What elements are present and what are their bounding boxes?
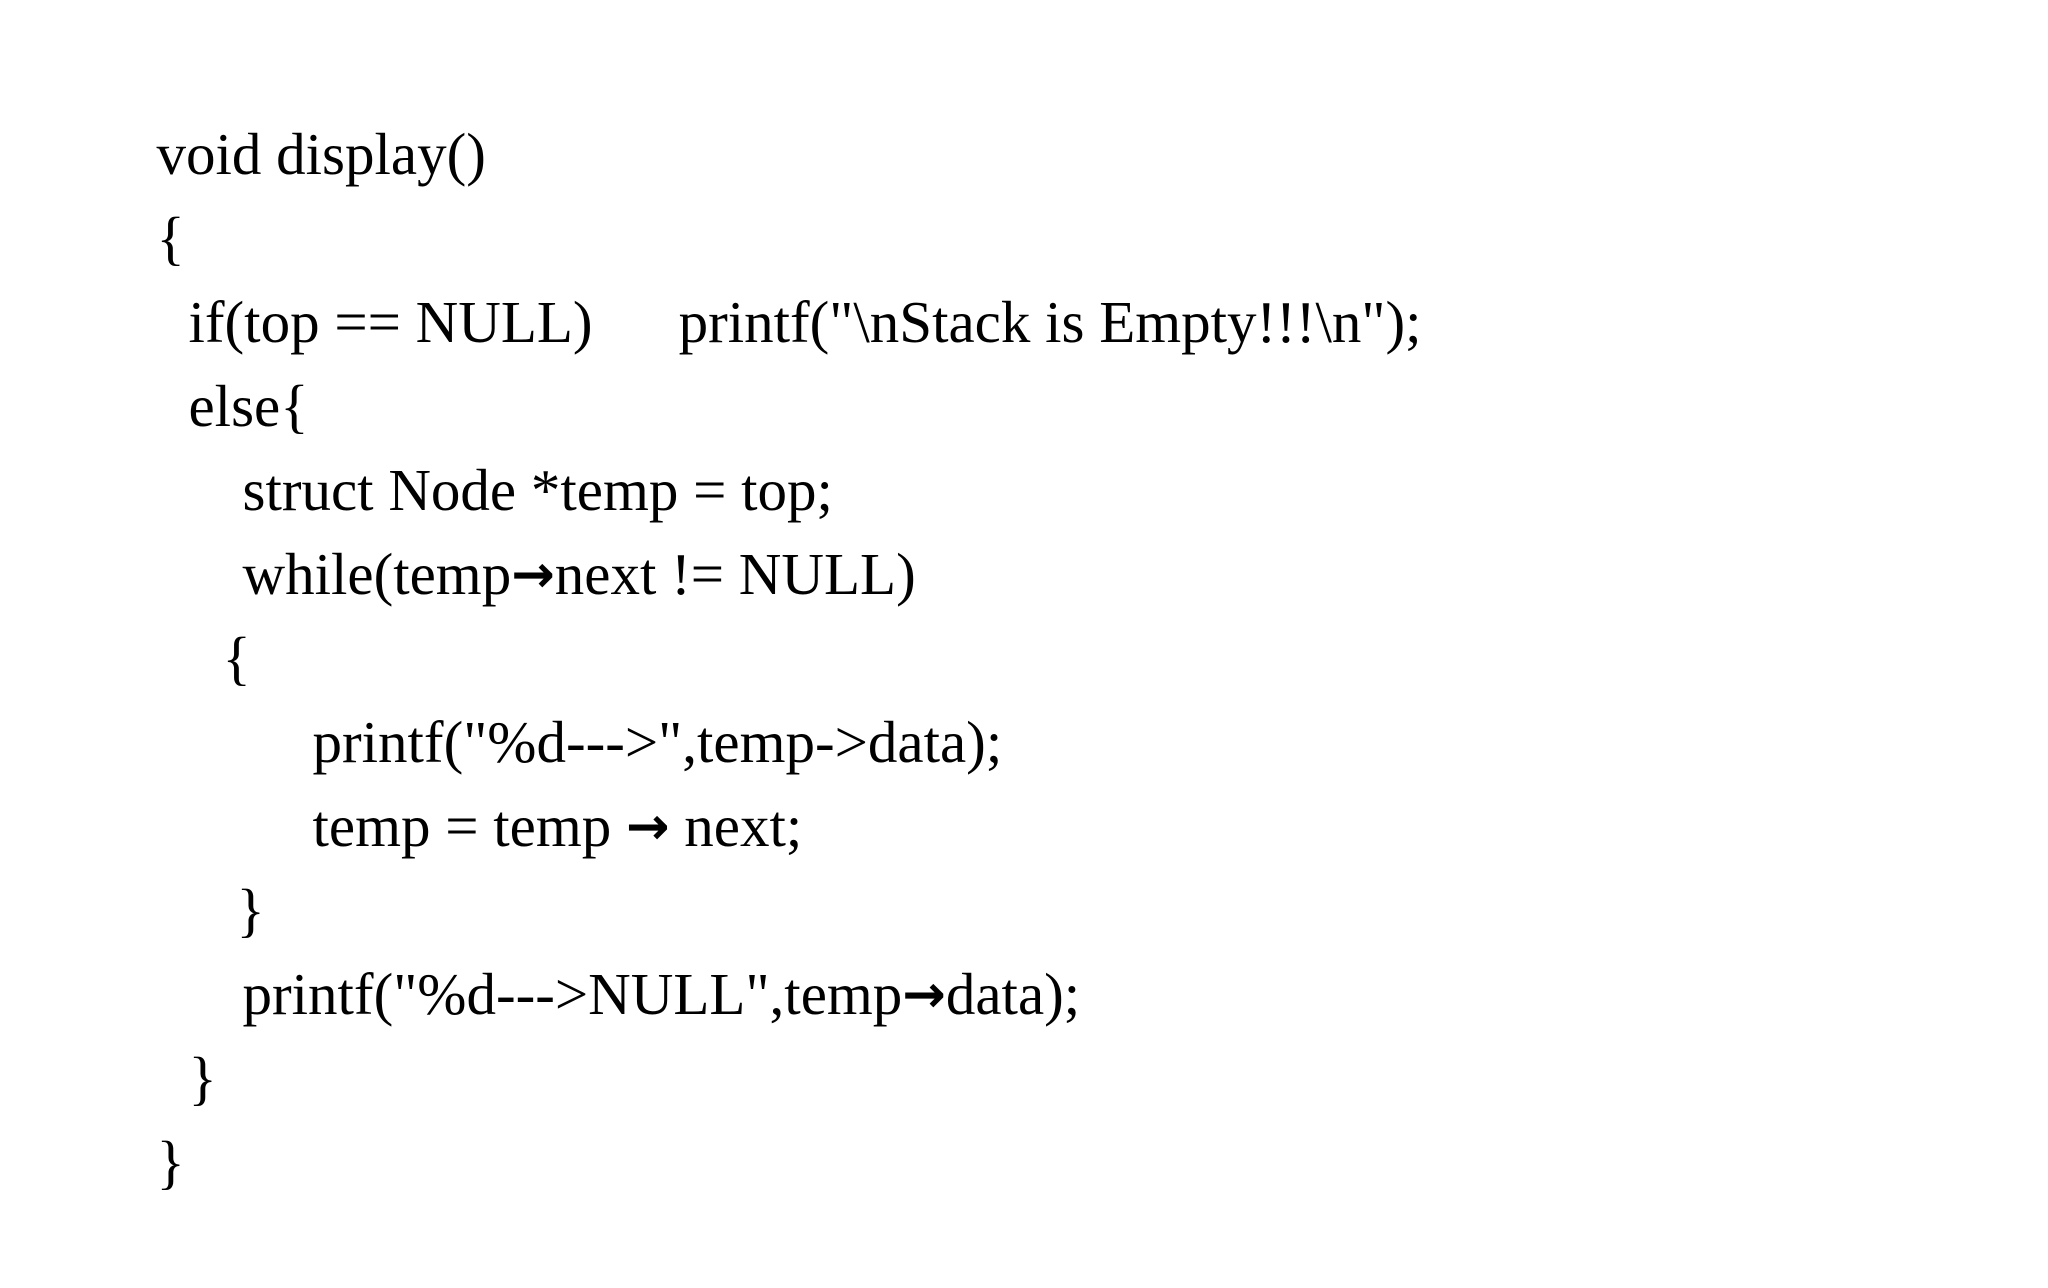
- code-line-3-printf: printf("\nStack is Empty!!!\n");: [678, 289, 1422, 355]
- code-line-10-text: }: [236, 877, 265, 943]
- code-line-6-post: next != NULL): [554, 541, 916, 607]
- code-line-11-post: data);: [945, 961, 1081, 1027]
- code-listing: void display() { if(top == NULL) printf("…: [0, 28, 2048, 1195]
- code-line-8-text: printf("%d--->",temp->data);: [312, 709, 1003, 775]
- code-line-7-text: {: [222, 625, 251, 691]
- code-line-4: else{: [64, 280, 2048, 439]
- code-line-2-text: {: [156, 205, 185, 271]
- code-line-13: }: [64, 1036, 2048, 1195]
- code-line-5: struct Node *temp = top;: [64, 364, 2048, 523]
- code-line-2: {: [64, 112, 2048, 271]
- code-line-3: if(top == NULL) printf("\nStack is Empty!…: [64, 196, 2048, 355]
- code-line-9: temp = temp → next;: [64, 700, 2048, 859]
- code-line-3-condition: if(top == NULL): [188, 289, 593, 355]
- code-line-10: }: [64, 784, 2048, 943]
- code-line-8: printf("%d--->",temp->data);: [64, 616, 2048, 775]
- code-line-6: while(temp→next != NULL): [64, 448, 2048, 607]
- code-line-11-pre: printf("%d--->NULL",temp: [242, 961, 903, 1027]
- code-line-12: }: [64, 952, 2048, 1111]
- code-line-7: {: [64, 532, 2048, 691]
- code-line-4-text: else{: [188, 373, 309, 439]
- code-line-1: void display(): [64, 28, 2048, 187]
- right-arrow-icon: →: [902, 965, 946, 1025]
- code-line-1-text: void display(): [156, 121, 486, 187]
- right-arrow-icon: →: [511, 545, 555, 605]
- code-line-13-text: }: [156, 1129, 185, 1195]
- slide-canvas: void display() { if(top == NULL) printf("…: [0, 28, 2048, 1195]
- code-line-6-pre: while(temp: [242, 541, 512, 607]
- code-line-9-pre: temp = temp: [312, 793, 626, 859]
- code-line-12-text: }: [188, 1045, 217, 1111]
- right-arrow-icon: →: [625, 797, 670, 857]
- code-line-9-post: next;: [669, 793, 803, 859]
- code-line-5-text: struct Node *temp = top;: [242, 457, 833, 523]
- code-line-11: printf("%d--->NULL",temp→data);: [64, 868, 2048, 1027]
